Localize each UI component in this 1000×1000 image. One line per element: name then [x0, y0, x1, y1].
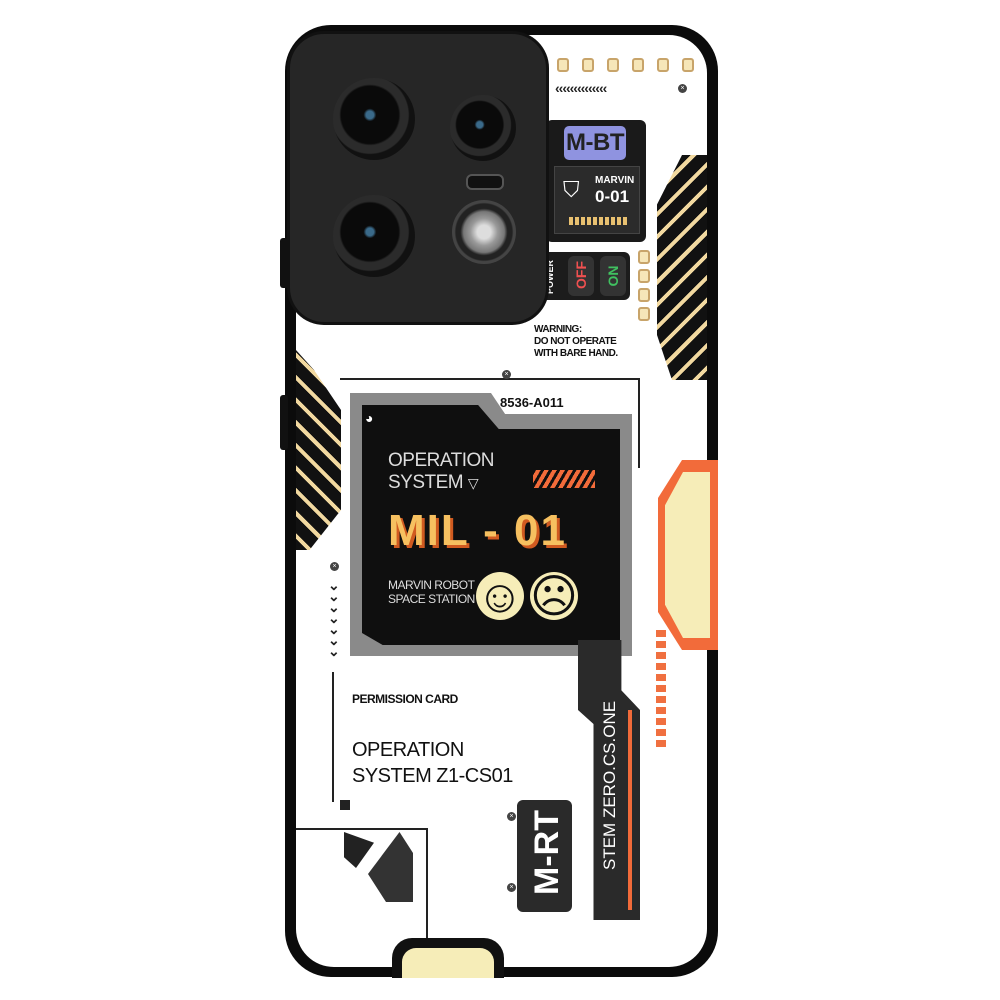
tag [517, 800, 572, 912]
power-label: POWER [545, 260, 555, 295]
on-button: ON [600, 256, 626, 296]
camera-lens [450, 95, 516, 161]
badge-name: MARVIN [595, 175, 635, 186]
radiation-icon: ◕ [365, 410, 374, 426]
top-dots [557, 58, 694, 72]
badge-top-label: M-BT [564, 126, 626, 160]
serial-number: 8536-A011 [500, 395, 564, 410]
camera-lens [333, 195, 415, 277]
circuit-line [426, 828, 428, 938]
circuit-line [340, 378, 640, 380]
side-dots [638, 250, 650, 321]
side-button [280, 395, 288, 450]
chevron-down-icon: ⌄⌄⌄⌄⌄⌄⌄ [328, 577, 340, 659]
triangle-icon: ▽ [467, 475, 479, 491]
lightning-shield-icon: ⛉ [563, 177, 580, 202]
vertical-text: STEM ZERO.CS.ONE [600, 700, 619, 870]
badge: M-BT ⛉ MARVIN 0-01 [546, 120, 646, 242]
side-button [280, 238, 288, 288]
off-button: OFF [568, 256, 594, 296]
power-switch: POWER OFF ON [540, 252, 630, 300]
sensor [466, 174, 504, 190]
screw-icon: × [507, 883, 516, 892]
circuit-line [638, 378, 640, 468]
tag-text: M-RT [528, 810, 566, 895]
panel-title: MIL - 01 [388, 506, 568, 555]
screw-icon: × [507, 812, 516, 821]
screw-icon: × [330, 562, 339, 571]
circuit-line [332, 672, 334, 802]
chevron-icon: ‹‹‹‹‹‹‹‹‹‹‹‹‹‹ [555, 80, 607, 96]
screw-icon: × [502, 370, 511, 379]
sad-face-icon: ☹ [530, 570, 578, 622]
happy-face-icon: ☺ [476, 570, 524, 622]
orange-dots [656, 630, 666, 747]
camera-lens [333, 78, 415, 160]
led-bar [569, 217, 627, 225]
stripe-accent [533, 470, 595, 488]
flash-icon [452, 200, 516, 264]
circuit-line [296, 828, 426, 830]
camera-module [290, 34, 546, 322]
permission-card-label: PERMISSION CARD [352, 692, 458, 706]
screw-icon: × [678, 84, 687, 93]
hazard-stripes [657, 155, 707, 380]
accent-bar [628, 710, 632, 910]
badge-code: 0-01 [595, 187, 630, 206]
